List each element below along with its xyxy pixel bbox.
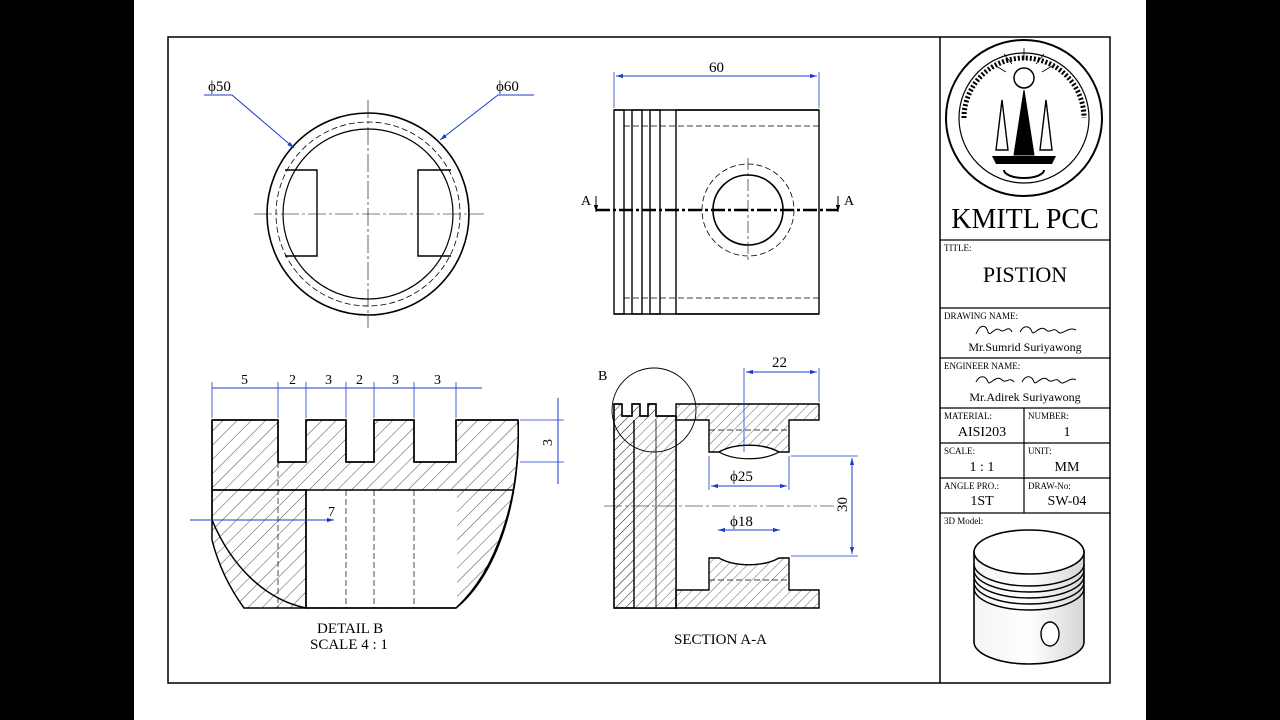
top-view-right-boss bbox=[417, 169, 451, 257]
detail-height-label: 3 bbox=[541, 439, 556, 446]
detail-width-3: 3 bbox=[325, 373, 332, 388]
detail-depth-label: 7 bbox=[328, 505, 335, 520]
title-block-grid bbox=[940, 239, 1110, 514]
front-view: A A 60 bbox=[581, 60, 855, 315]
front-ring-2 bbox=[631, 109, 643, 315]
detail-b-inner-white bbox=[307, 491, 457, 607]
detail-title: DETAIL B bbox=[317, 621, 383, 637]
detail-scale: SCALE 4 : 1 bbox=[310, 637, 388, 653]
top-view: ϕ50 ϕ60 bbox=[204, 79, 534, 328]
number-value: 1 bbox=[1063, 425, 1071, 440]
section-mark-right: A bbox=[844, 194, 855, 209]
number-caption: NUMBER: bbox=[1028, 411, 1070, 421]
detail-b-left-block bbox=[211, 489, 307, 609]
detail-width-2: 2 bbox=[289, 373, 296, 388]
dia50-leader bbox=[204, 94, 295, 149]
org-name: KMITL PCC bbox=[951, 204, 1099, 235]
angle-value: 1ST bbox=[970, 494, 994, 509]
front-skirt bbox=[675, 109, 820, 315]
section-mark-left: A bbox=[581, 194, 592, 209]
dim18-label: ϕ18 bbox=[730, 514, 753, 530]
scale-caption: SCALE: bbox=[944, 446, 976, 456]
engineering-drawing: ϕ50 ϕ60 A A 60 bbox=[167, 36, 1111, 684]
front-ring-1 bbox=[613, 109, 625, 315]
detail-b-callout-label: B bbox=[598, 369, 607, 384]
drawn-by-signature bbox=[975, 325, 1077, 335]
detail-width-6: 3 bbox=[434, 373, 441, 388]
section-top-boss bbox=[675, 403, 820, 453]
detail-width-5: 3 bbox=[392, 373, 399, 388]
section-top-pin-curve bbox=[718, 451, 780, 460]
detail-b: 5 2 3 2 3 3 3 7 DETAIL B SCALE 4 : 1 bbox=[190, 373, 564, 653]
engineer-signature bbox=[975, 376, 1077, 384]
detail-width-1: 5 bbox=[241, 373, 248, 388]
drawing-title: PISTION bbox=[982, 262, 1068, 287]
draw-no-caption: DRAW-No: bbox=[1028, 481, 1071, 491]
section-title: SECTION A-A bbox=[674, 632, 767, 648]
detail-dim-ticks bbox=[211, 382, 457, 418]
kmitl-seal-logo bbox=[945, 39, 1103, 197]
dim30-label: 30 bbox=[835, 497, 851, 512]
dim22-label: 22 bbox=[772, 355, 787, 371]
detail-b-callout-circle bbox=[611, 367, 697, 453]
drawing-name-caption: DRAWING NAME: bbox=[944, 311, 1019, 321]
dim60-label: 60 bbox=[709, 60, 724, 76]
scale-value: 1 : 1 bbox=[969, 460, 995, 475]
dia60-leader bbox=[439, 94, 534, 141]
material-caption: MATERIAL: bbox=[944, 411, 992, 421]
engineer-caption: ENGINEER NAME: bbox=[944, 361, 1021, 371]
top-view-left-boss bbox=[285, 169, 318, 257]
dim25-label: ϕ25 bbox=[730, 469, 753, 485]
draw-no-value: SW-04 bbox=[1047, 494, 1087, 509]
sheet-border bbox=[167, 36, 1111, 684]
section-bottom-boss bbox=[675, 557, 820, 609]
engineer: Mr.Adirek Suriyawong bbox=[969, 390, 1081, 404]
material-value: AISI203 bbox=[957, 425, 1007, 440]
piston-3d-model bbox=[973, 529, 1085, 665]
drawn-by: Mr.Sumrid Suriyawong bbox=[968, 340, 1082, 354]
dia50-label: ϕ50 bbox=[208, 79, 231, 95]
detail-b-outline bbox=[211, 419, 519, 609]
model-caption: 3D Model: bbox=[944, 516, 984, 526]
drawing-sheet: ϕ50 ϕ60 A A 60 bbox=[134, 0, 1146, 720]
angle-caption: ANGLE PRO.: bbox=[944, 481, 1000, 491]
title-caption: TITLE: bbox=[944, 243, 972, 253]
unit-caption: UNIT: bbox=[1028, 446, 1052, 456]
dia60-label: ϕ60 bbox=[496, 79, 519, 95]
detail-width-4: 2 bbox=[356, 373, 363, 388]
front-ring-3 bbox=[649, 109, 661, 315]
unit-value: MM bbox=[1054, 460, 1080, 475]
section-aa: B 22 ϕ25 ϕ18 30 SECTION A-A bbox=[598, 355, 858, 648]
